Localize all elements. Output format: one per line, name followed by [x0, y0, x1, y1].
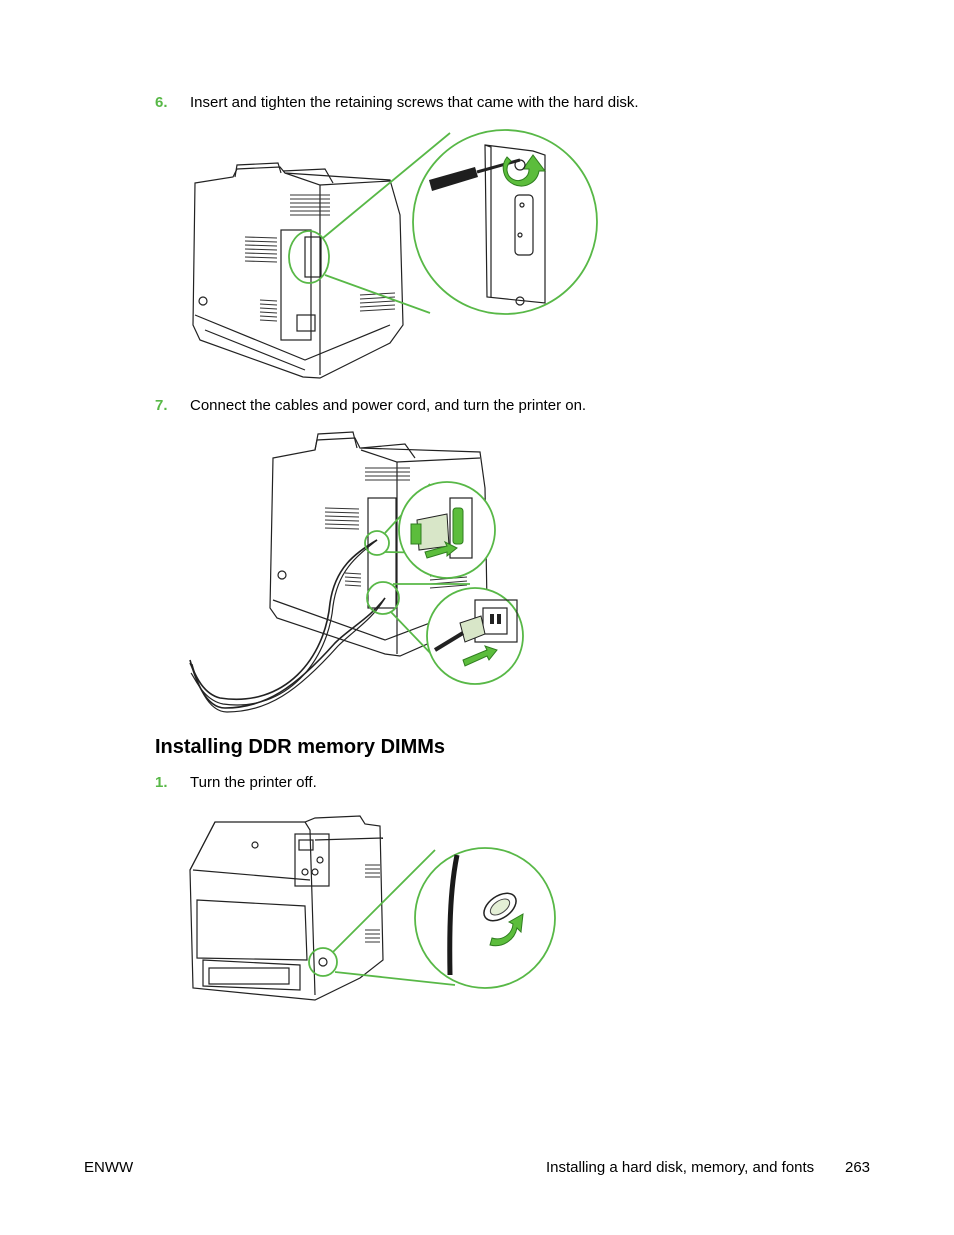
footer-left: ENWW — [84, 1159, 134, 1176]
step-number: 7. — [155, 397, 168, 414]
step-text: Connect the cables and power cord, and t… — [190, 397, 587, 414]
printer-rear-screw-illustration — [192, 129, 598, 379]
step-number: 6. — [155, 94, 168, 111]
page-number: 263 — [845, 1159, 871, 1176]
step-text: Insert and tighten the retaining screws … — [190, 94, 639, 111]
printer-power-off-illustration — [189, 815, 556, 1001]
footer-section-title: Installing a hard disk, memory, and font… — [546, 1159, 815, 1176]
step-number: 1. — [155, 774, 168, 791]
step-text: Turn the printer off. — [190, 774, 317, 791]
section-heading: Installing DDR memory DIMMs — [155, 736, 446, 758]
printer-cable-connection-illustration — [189, 431, 524, 713]
